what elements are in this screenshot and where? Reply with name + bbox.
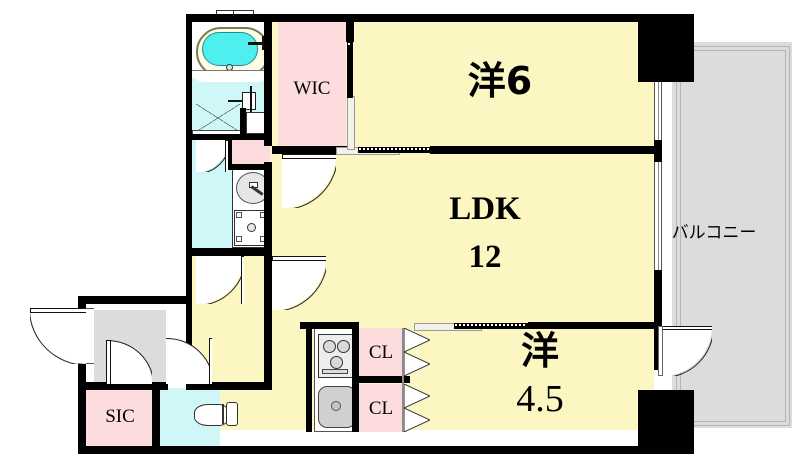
- room-6-door[interactable]: [282, 154, 336, 208]
- stove-burner-3: [330, 356, 343, 369]
- wall-hall-right-lower: [264, 330, 272, 390]
- balcony-railing-inner: [680, 50, 786, 422]
- wic-floor: [278, 22, 346, 146]
- closet-door-track: [402, 328, 404, 432]
- washing-machine-drum: [247, 223, 256, 232]
- closet-upper-folding-door-2[interactable]: [404, 352, 430, 376]
- closet-lower-folding-door-1[interactable]: [404, 384, 430, 408]
- toilet-tank: [226, 402, 238, 426]
- bathroom-apron: [192, 70, 270, 82]
- bathroom-door[interactable]: [196, 140, 228, 172]
- wm-corner-bl: [236, 236, 242, 242]
- stove-burner-2: [337, 340, 350, 353]
- balcony-door-jamb: [658, 326, 663, 376]
- closet-upper-floor: [358, 328, 404, 376]
- wall-column-top-right: [638, 14, 694, 82]
- closet-lower-label: CL: [368, 398, 394, 419]
- wall-hall-bottom: [186, 382, 272, 390]
- ldk-door[interactable]: [272, 256, 326, 310]
- wall-ldk-left-lower: [264, 296, 272, 330]
- sliding-door-wic-panel[interactable]: [347, 42, 353, 98]
- stove-grill: [322, 369, 348, 374]
- wic-label: WIC: [293, 78, 331, 99]
- wall-wet-right: [264, 14, 272, 146]
- window-ldk-mullion: [658, 162, 659, 270]
- sliding-door-ldk-room45-panel[interactable]: [454, 323, 528, 329]
- hall-door[interactable]: [166, 338, 212, 384]
- entry-door[interactable]: [30, 308, 88, 364]
- wall-top-entry: [78, 296, 190, 304]
- balcony-door[interactable]: [662, 326, 712, 376]
- closet-lower-floor: [358, 384, 404, 432]
- sic-label: SIC: [105, 406, 135, 427]
- wall-washroom-bottom: [186, 248, 272, 256]
- wall-closet-divider: [352, 376, 410, 383]
- ldk-label: LDK: [449, 191, 521, 227]
- room-45-floor: [422, 322, 654, 430]
- wall-shower-sep: [240, 108, 246, 138]
- wall-wic-right: [346, 14, 354, 42]
- wall-ldk-bottom-right: [528, 322, 662, 329]
- shower-head-arm: [228, 100, 242, 102]
- wall-bath-washroom-right: [228, 134, 272, 140]
- wall-right-room6: [654, 22, 660, 82]
- wall-entry-bottom: [78, 382, 168, 390]
- balcony-label: バルコニー: [671, 223, 757, 243]
- wall-hall-right-upper: [264, 256, 272, 296]
- wall-left-wet: [186, 14, 192, 302]
- bathroom-corner-outline: [196, 104, 240, 132]
- linen-closet-floor: [232, 140, 270, 168]
- wall-right-room45: [654, 324, 660, 370]
- wall-column-bottom-right: [638, 390, 694, 454]
- kitchen-sink-drain: [331, 401, 341, 411]
- room-45-label: 洋: [520, 329, 559, 373]
- closet-upper-label: CL: [368, 342, 394, 363]
- shower-cabinet: [246, 112, 266, 134]
- stove-burner-1: [323, 340, 336, 353]
- room-45-size-label: 4.5: [516, 378, 564, 420]
- wall-room6-ldk: [430, 146, 662, 154]
- ldk-size-label: 12: [468, 239, 502, 275]
- wall-linen-bottom: [226, 164, 270, 170]
- closet-lower-folding-door-2[interactable]: [404, 408, 430, 432]
- wm-corner-tl: [236, 212, 242, 218]
- sic-door[interactable]: [106, 340, 152, 384]
- balcony-railing: [676, 46, 790, 426]
- room-6-label: 洋6: [467, 59, 533, 103]
- wall-linen-left: [226, 140, 232, 168]
- wall-bath-washroom: [186, 134, 232, 140]
- window-room6-mullion: [658, 82, 659, 140]
- wall-ldk-bottom-left: [300, 322, 356, 329]
- shower-mixer: [242, 92, 256, 110]
- shower-rail: [250, 86, 252, 116]
- wall-top-outer: [186, 14, 660, 22]
- entry-door-jamb: [86, 308, 94, 364]
- wall-bottom-outer: [78, 446, 654, 454]
- bathtub-water: [202, 32, 258, 66]
- sliding-door-room6-ldk-panel[interactable]: [358, 147, 430, 153]
- washroom-door[interactable]: [196, 256, 244, 304]
- toilet: [194, 404, 230, 426]
- wall-sic-right: [152, 382, 160, 446]
- wall-kitchen-left: [306, 328, 312, 432]
- bathtub-faucet: [248, 42, 264, 45]
- sic-floor: [86, 388, 154, 446]
- wall-right-ldk-lower: [654, 270, 662, 324]
- sliding-door-wic-rail[interactable]: [347, 96, 355, 150]
- toilet-lid-line: [222, 404, 224, 424]
- wall-wet-right-2: [264, 162, 272, 250]
- wall-wic-bottom: [272, 146, 354, 154]
- bathtub-faucet-stem: [262, 36, 265, 50]
- wall-left-entry: [78, 302, 86, 454]
- closet-upper-folding-door-1[interactable]: [404, 328, 430, 352]
